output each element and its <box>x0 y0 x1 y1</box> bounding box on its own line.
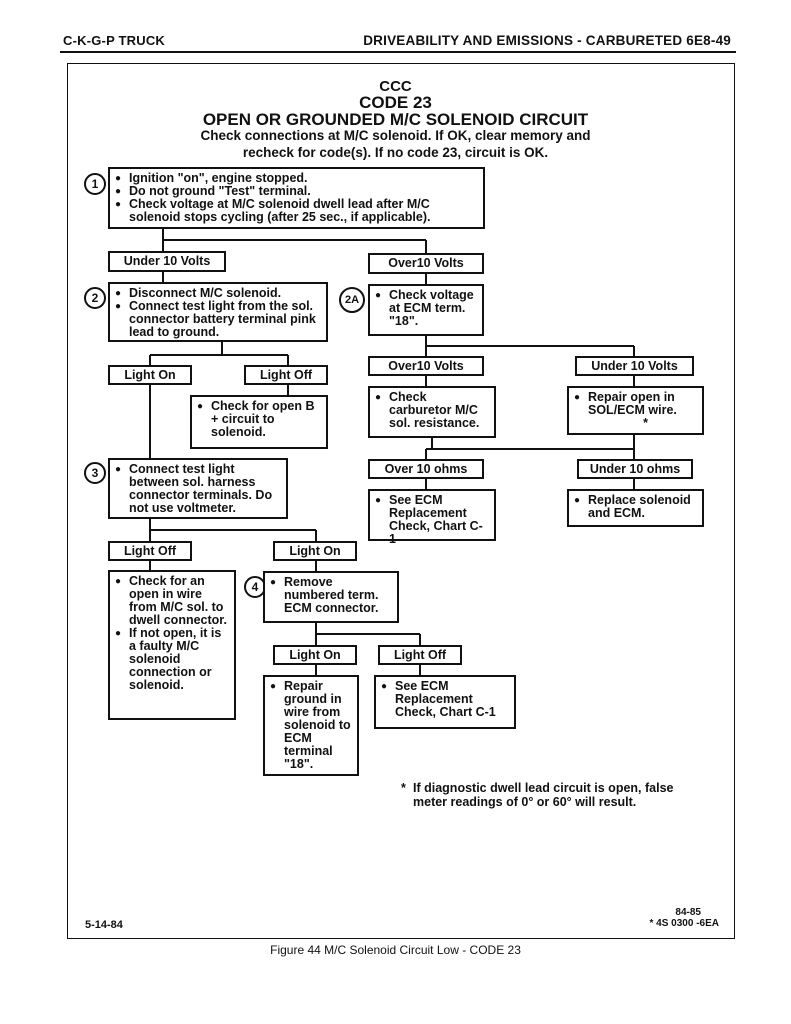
step-1-item: Ignition "on", engine stopped. <box>115 172 478 186</box>
step-1-marker: 1 <box>84 173 106 195</box>
ecm-replacement-box: See ECM Replacement Check, Chart C-1 <box>368 489 496 546</box>
title-instruction-1: Check connections at M/C solenoid. If OK… <box>200 128 591 143</box>
label-over-10-ohms: Over 10 ohms <box>368 459 484 479</box>
header-right: DRIVEABILITY AND EMISSIONS - CARBURETED … <box>363 33 731 48</box>
step-1-item: Check voltage at M/C solenoid dwell lead… <box>115 198 478 224</box>
check-wire-item: If not open, it is a faulty M/C solenoid… <box>115 627 229 692</box>
check-bplus-box: Check for open B + circuit to solenoid. <box>190 395 328 449</box>
label-over-10-volts: Over10 Volts <box>368 253 484 274</box>
check-carburetor-item: Check carburetor M/C sol. resistance. <box>375 391 489 430</box>
step-1-item: Do not ground "Test" terminal. <box>115 185 478 199</box>
step-2-marker: 2 <box>84 287 106 309</box>
replace-solenoid-box: Replace solenoid and ECM. <box>567 489 704 527</box>
check-wire-item: Check for an open in wire from M/C sol. … <box>115 575 229 627</box>
step-2-box: Disconnect M/C solenoid. Connect test li… <box>108 282 328 342</box>
step-4-item: Remove numbered term. ECM connector. <box>270 576 392 615</box>
check-bplus-item: Check for open B + circuit to solenoid. <box>197 400 321 439</box>
label-under-10-volts: Under 10 Volts <box>108 251 226 272</box>
label-under-10-ohms: Under 10 ohms <box>577 459 693 479</box>
footnote-marker: * <box>643 416 648 430</box>
step-3-box: Connect test light between sol. harness … <box>108 458 288 519</box>
label-light-on: Light On <box>108 365 192 385</box>
step-1-box: Ignition "on", engine stopped. Do not gr… <box>108 167 485 229</box>
footer-date: 5-14-84 <box>85 919 123 931</box>
label-light-off: Light Off <box>378 645 462 665</box>
replace-solenoid-item: Replace solenoid and ECM. <box>574 494 697 520</box>
footer-year: 84-85 <box>675 907 701 918</box>
ecm-replacement-item: See ECM Replacement Check, Chart C-1 <box>381 680 509 719</box>
label-under-10-volts: Under 10 Volts <box>575 356 694 376</box>
step-2a-box: Check voltage at ECM term. "18". <box>368 284 484 336</box>
title-code: CODE 23 <box>359 93 432 112</box>
ecm-replacement-item: See ECM Replacement Check, Chart C-1 <box>375 494 489 546</box>
footnote-text: If diagnostic dwell lead circuit is open… <box>413 781 674 809</box>
repair-ground-box: Repair ground in wire from solenoid to E… <box>263 675 359 776</box>
title-ccc: CCC <box>379 78 412 95</box>
step-2a-marker: 2A <box>339 287 365 313</box>
header-rule <box>60 51 736 53</box>
figure-caption: Figure 44 M/C Solenoid Circuit Low - COD… <box>270 943 521 957</box>
footer-code: * 4S 0300 -6EA <box>649 918 720 929</box>
step-3-marker: 3 <box>84 462 106 484</box>
repair-ground-item: Repair ground in wire from solenoid to E… <box>270 680 352 771</box>
step-2-item: Disconnect M/C solenoid. <box>115 287 321 301</box>
label-light-on: Light On <box>273 645 357 665</box>
check-carburetor-box: Check carburetor M/C sol. resistance. <box>368 386 496 438</box>
label-over-10-volts: Over10 Volts <box>368 356 484 376</box>
step-4-box: Remove numbered term. ECM connector. <box>263 571 399 623</box>
footnote: * If diagnostic dwell lead circuit is op… <box>401 781 693 809</box>
title-circuit: OPEN OR GROUNDED M/C SOLENOID CIRCUIT <box>202 110 589 129</box>
step-2-item: Connect test light from the sol. connect… <box>115 300 321 339</box>
step-2a-item: Check voltage at ECM term. "18". <box>375 289 477 328</box>
label-light-off: Light Off <box>108 541 192 561</box>
title-instruction-2: recheck for code(s). If no code 23, circ… <box>242 145 549 160</box>
repair-open-box: Repair open in SOL/ECM wire. * <box>567 386 704 435</box>
chart-frame <box>67 63 735 939</box>
header-left: C-K-G-P TRUCK <box>63 33 166 48</box>
step-3-item: Connect test light between sol. harness … <box>115 463 281 515</box>
label-light-off: Light Off <box>244 365 328 385</box>
check-wire-box: Check for an open in wire from M/C sol. … <box>108 570 236 720</box>
ecm-replacement-box: See ECM Replacement Check, Chart C-1 <box>374 675 516 729</box>
label-light-on: Light On <box>273 541 357 561</box>
footnote-star: * <box>401 781 406 795</box>
repair-open-item: Repair open in SOL/ECM wire. <box>574 391 697 417</box>
